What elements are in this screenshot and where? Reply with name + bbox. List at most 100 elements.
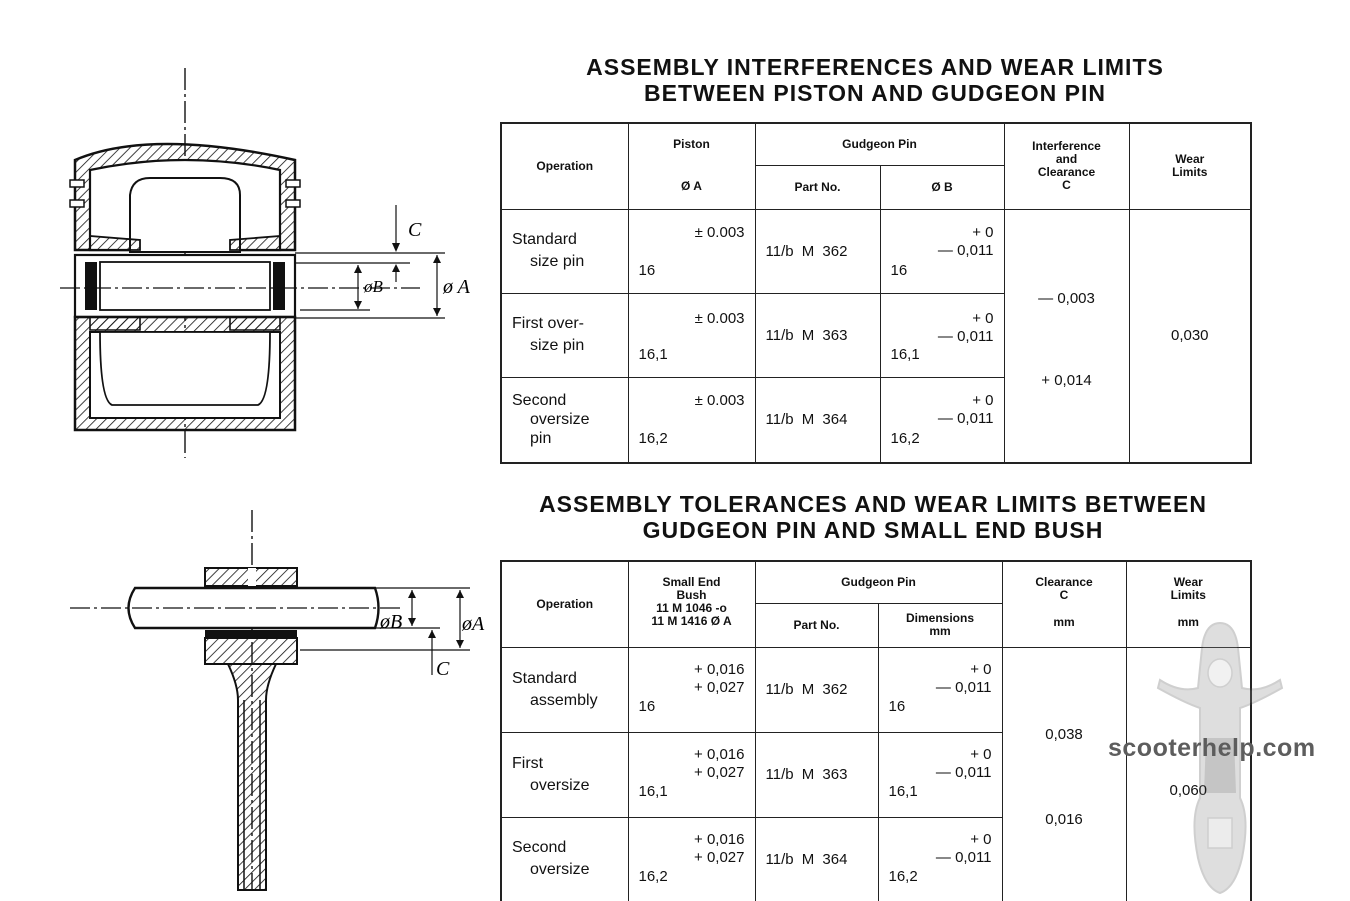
piston-pin-table: Operation Piston Gudgeon Pin Interferenc… bbox=[500, 122, 1253, 464]
piston-tolerance: ± 0.003 bbox=[694, 223, 745, 241]
header-wear-l1: Wear bbox=[1175, 152, 1205, 167]
part-number: 11/b M 363 bbox=[754, 292, 881, 378]
header-bush-l4: 11 M 1416 Ø A bbox=[651, 614, 732, 628]
header-clearance-l2: C bbox=[1059, 588, 1069, 602]
bush-tolerance-lower: + 0,027 bbox=[694, 678, 745, 696]
op-line1: First bbox=[512, 754, 544, 772]
dim2-label-c: C bbox=[436, 658, 450, 680]
header-wear-l2: Limits bbox=[1172, 165, 1208, 180]
part-number: 11/b M 363 bbox=[754, 731, 879, 818]
header-wear-l1: Wear bbox=[1173, 575, 1203, 589]
pin-tolerance-lower: — 0,011 bbox=[935, 678, 992, 696]
dim2-label-b: øB bbox=[379, 611, 402, 633]
header-dimensions-l1: Dimensions bbox=[906, 611, 975, 625]
pin-nominal: 16,1 bbox=[888, 782, 918, 800]
table1-row: Second oversize pin ± 0.003 16,2 11/b M … bbox=[500, 376, 1251, 464]
piston-nominal: 16 bbox=[638, 261, 656, 279]
pin-dim-cell: + 0 — 0,011 16 bbox=[877, 646, 1003, 733]
part-number: 11/b M 362 bbox=[754, 646, 879, 733]
table2-title-line1: ASSEMBLY TOLERANCES AND WEAR LIMITS BETW… bbox=[539, 491, 1207, 517]
pin-nominal: 16,2 bbox=[890, 429, 920, 447]
piston-tolerance: ± 0.003 bbox=[694, 309, 745, 327]
table2-row: Standard assembly + 0,016 + 0,027 16 11/… bbox=[500, 646, 1252, 901]
table1-title-line1: ASSEMBLY INTERFERENCES AND WEAR LIMITS bbox=[586, 54, 1164, 80]
piston-nominal: 16,2 bbox=[638, 429, 668, 447]
interference-value-1: — 0,003 bbox=[1038, 289, 1095, 307]
pin-tolerance-upper: + 0 bbox=[972, 309, 994, 327]
pin-dia-cell: + 0 — 0,011 16,1 bbox=[879, 292, 1005, 378]
header-piston: Piston bbox=[627, 122, 756, 165]
pin-dia-cell: + 0 — 0,011 16,2 bbox=[879, 376, 1005, 464]
wear-limit-value: 0,060 bbox=[1169, 781, 1208, 799]
clearance-value-2: 0,016 bbox=[1045, 810, 1083, 828]
operation-cell: Second oversize bbox=[500, 816, 629, 901]
pin-tolerance-lower: — 0,011 bbox=[935, 848, 992, 866]
pin-bush-table: Operation Small End Bush 11 M 1046 -o 11… bbox=[500, 560, 1253, 901]
operation-cell: Second oversize pin bbox=[500, 376, 629, 464]
header-interference-l2: and bbox=[1055, 152, 1078, 167]
header-interference-l3: Clearance bbox=[1037, 165, 1096, 180]
header-bush-l2: Bush bbox=[676, 588, 707, 602]
piston-section-diagram: C øB ø A bbox=[60, 68, 471, 458]
clearance-cell: 0,038 0,016 bbox=[1001, 646, 1127, 901]
op-line1: Second bbox=[512, 392, 567, 410]
bush-nominal: 16,2 bbox=[638, 867, 668, 885]
op-line2: oversize bbox=[530, 776, 590, 794]
piston-nominal: 16,1 bbox=[638, 345, 668, 363]
bush-nominal: 16,1 bbox=[638, 782, 668, 800]
bush-dia-cell: + 0,016 + 0,027 16,2 bbox=[627, 816, 756, 901]
wear-limit-value: 0,030 bbox=[1128, 208, 1252, 464]
part-number: 11/b M 364 bbox=[754, 816, 879, 901]
operation-cell: First over- size pin bbox=[500, 292, 629, 378]
op-line2: assembly bbox=[530, 691, 598, 709]
header-part-no: Part No. bbox=[754, 602, 879, 648]
pin-dia-cell: + 0 — 0,011 16 bbox=[879, 208, 1005, 294]
table1-title: ASSEMBLY INTERFERENCES AND WEAR LIMITS B… bbox=[500, 54, 1250, 106]
table2-title-line2: GUDGEON PIN AND SMALL END BUSH bbox=[642, 517, 1104, 543]
header-interference: Interference and Clearance C bbox=[1003, 122, 1130, 210]
pin-nominal: 16 bbox=[888, 697, 906, 715]
pin-tolerance-lower: — 0,011 bbox=[937, 409, 994, 427]
header-piston-dia: Ø A bbox=[627, 165, 756, 210]
op-line1: Standard bbox=[512, 669, 577, 687]
pin-nominal: 16 bbox=[890, 261, 908, 279]
interference-cell: — 0,003 + 0,014 bbox=[1003, 208, 1130, 464]
pin-tolerance-upper: + 0 bbox=[970, 660, 992, 678]
bush-dia-cell: + 0,016 + 0,027 16 bbox=[627, 646, 756, 733]
op-line1: Standard bbox=[512, 231, 577, 248]
table1-row: Standard size pin ± 0.003 16 11/b M 362 … bbox=[500, 208, 1252, 464]
header-dimensions: Dimensions mm bbox=[877, 602, 1003, 648]
pin-nominal: 16,1 bbox=[890, 345, 920, 363]
pin-tolerance-lower: — 0,011 bbox=[935, 763, 992, 781]
bush-dia-cell: + 0,016 + 0,027 16,1 bbox=[627, 731, 756, 818]
pin-tolerance-upper: + 0 bbox=[970, 745, 992, 763]
bush-nominal: 16 bbox=[638, 697, 656, 715]
op-line2: oversize bbox=[530, 411, 590, 429]
pin-tolerance-lower: — 0,011 bbox=[937, 327, 994, 345]
pin-tolerance-upper: + 0 bbox=[972, 223, 994, 241]
op-line2: oversize bbox=[530, 861, 590, 879]
dim-label-c: C bbox=[408, 219, 422, 241]
header-bush-l1: Small End bbox=[662, 575, 721, 589]
wear-limit-cell: 0,060 bbox=[1125, 646, 1252, 901]
part-number: 11/b M 364 bbox=[754, 376, 881, 464]
bush-tolerance-upper: + 0,016 bbox=[694, 660, 745, 678]
header-part-no: Part No. bbox=[754, 164, 881, 210]
pin-dim-cell: + 0 — 0,011 16,1 bbox=[877, 731, 1003, 818]
interference-value-2: + 0,014 bbox=[1041, 371, 1092, 389]
header-clearance-unit: mm bbox=[1053, 615, 1075, 629]
op-line1: First over- bbox=[512, 315, 584, 332]
op-line3: pin bbox=[530, 430, 552, 448]
header-wear-l2: Limits bbox=[1170, 588, 1206, 602]
table2-title: ASSEMBLY TOLERANCES AND WEAR LIMITS BETW… bbox=[498, 491, 1248, 543]
header-dimensions-l2: mm bbox=[929, 624, 951, 638]
header-operation: Operation bbox=[500, 560, 629, 648]
operation-cell: Standard size pin bbox=[500, 208, 629, 294]
scooter-watermark-icon bbox=[1156, 621, 1284, 895]
piston-dia-cell: ± 0.003 16 bbox=[627, 208, 756, 294]
bush-tolerance-upper: + 0,016 bbox=[694, 830, 745, 848]
pin-tolerance-upper: + 0 bbox=[970, 830, 992, 848]
header-clearance: Clearance C mm bbox=[1001, 560, 1127, 648]
bush-tolerance-lower: + 0,027 bbox=[694, 763, 745, 781]
pin-tolerance-lower: — 0,011 bbox=[937, 241, 994, 259]
